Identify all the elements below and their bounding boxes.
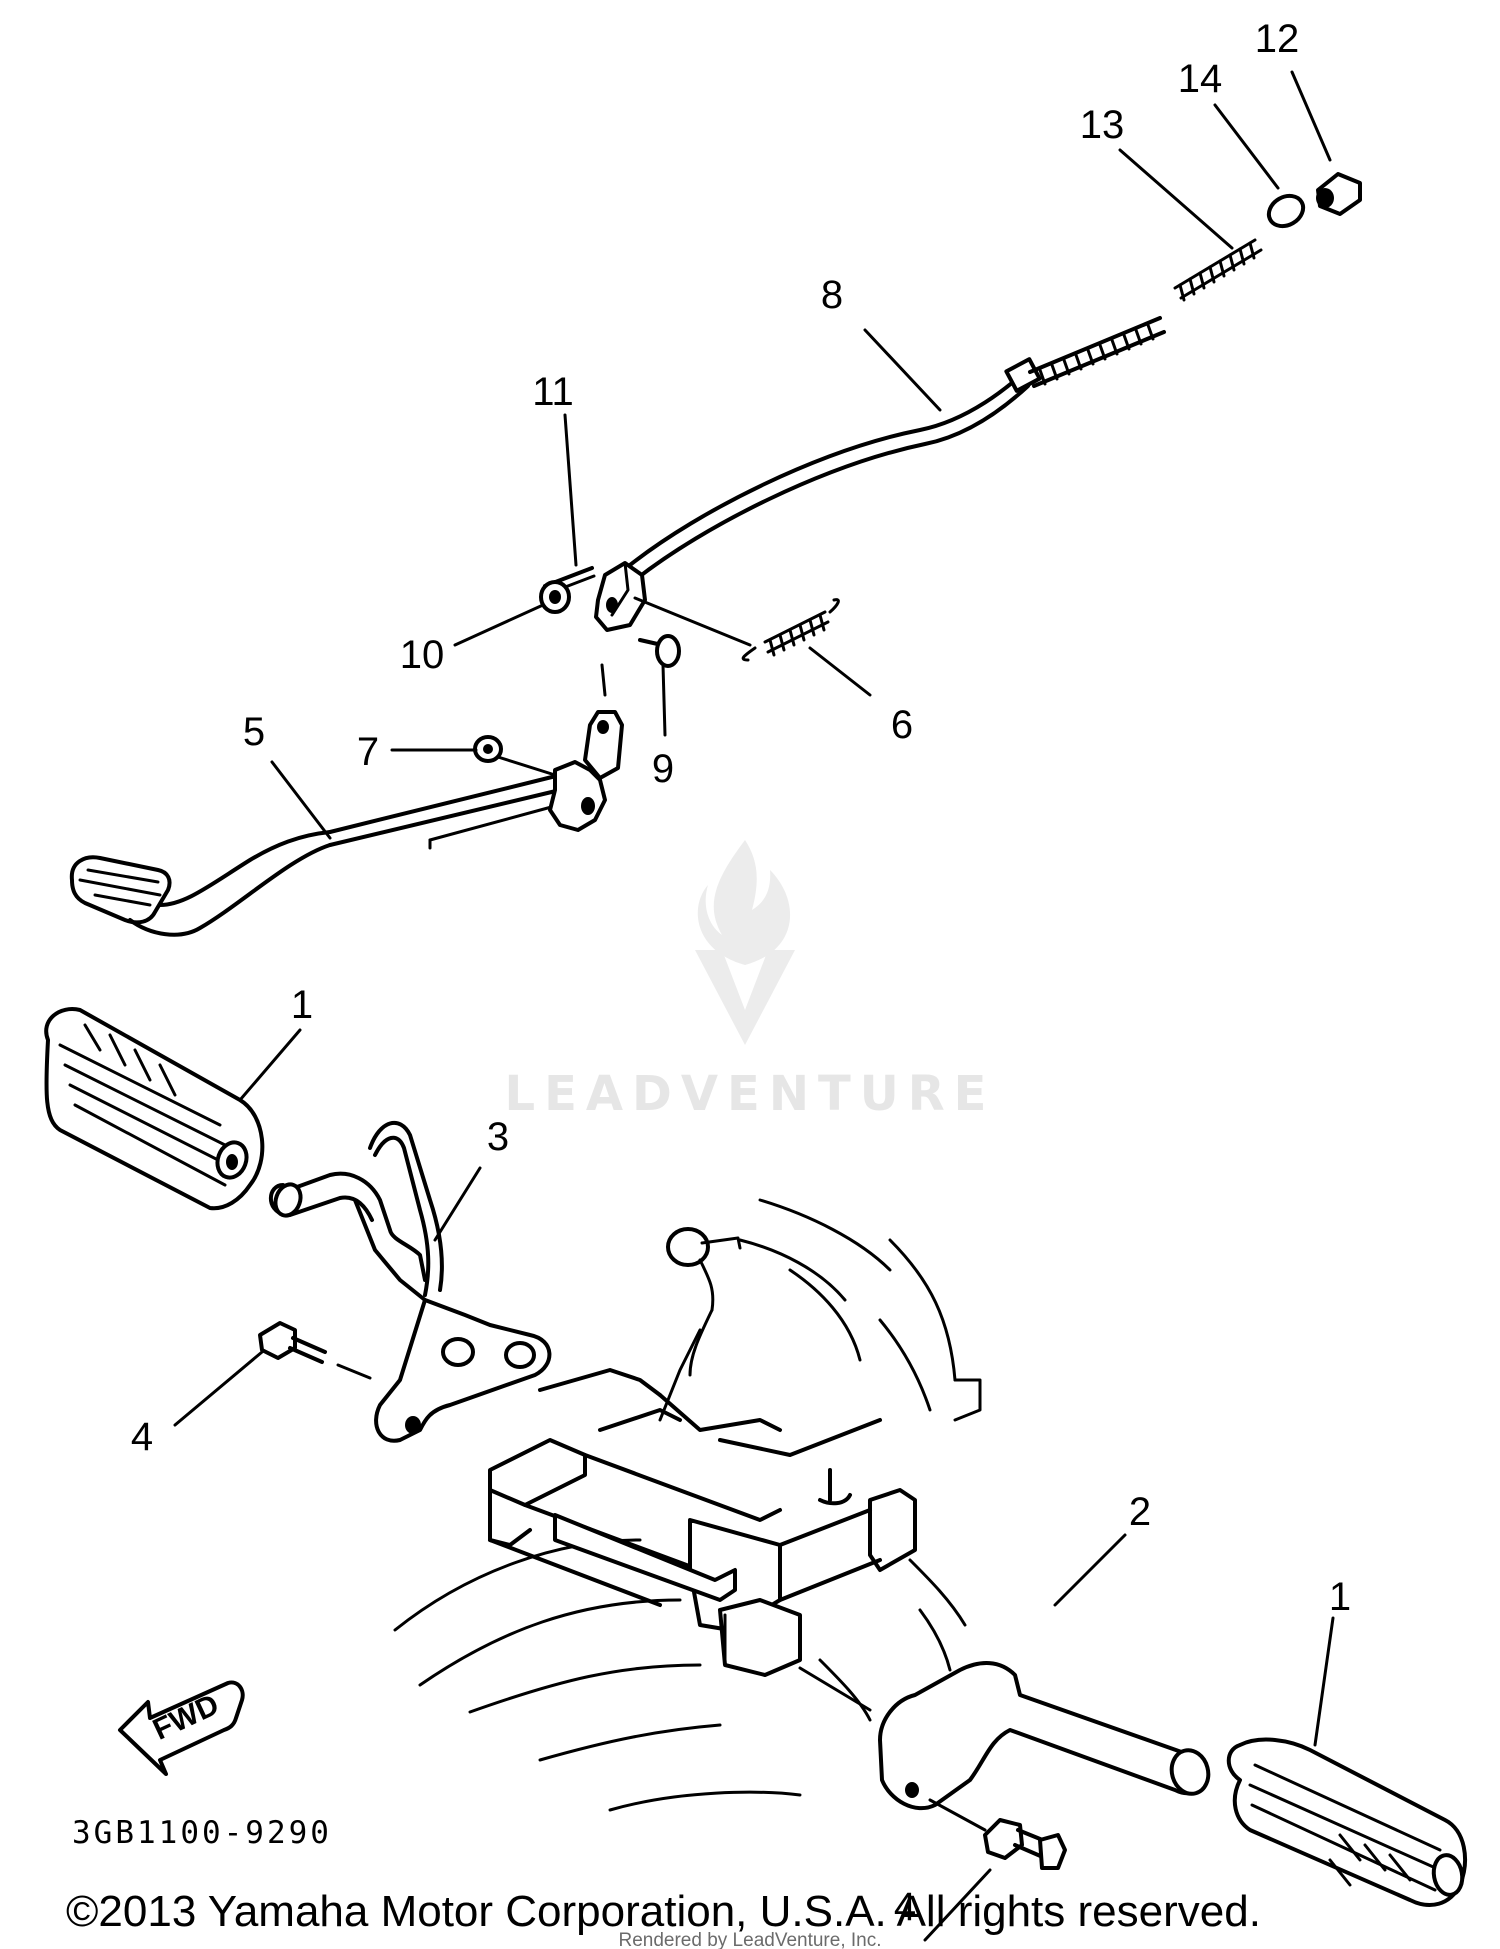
hose-cap [666, 1227, 742, 1377]
brake-cable [628, 316, 1166, 582]
frame-crossbar [488, 1368, 917, 1677]
right-footrest-rubber [1226, 1737, 1467, 1907]
brake-pedal [69, 710, 624, 937]
callout-1-right: 1 [1329, 1575, 1351, 1619]
leader-lines [173, 70, 1335, 1942]
callout-11: 11 [532, 370, 574, 414]
rendered-by-notice: Rendered by LeadVenture, Inc. [618, 1930, 881, 1949]
adjuster-nut-14 [1266, 193, 1306, 229]
callout-labels: 12 14 13 8 11 10 6 7 9 5 1 3 4 2 1 4 [131, 17, 1351, 1929]
callout-7: 7 [357, 730, 379, 774]
bolt-4-right [928, 1798, 1067, 1870]
copyright-notice: ©2013 Yamaha Motor Corporation, U.S.A. A… [66, 1887, 1261, 1936]
clevis-pin-9 [638, 634, 681, 668]
callout-6: 6 [891, 703, 913, 747]
washer-10 [539, 580, 571, 614]
callout-4-right: 4 [894, 1885, 916, 1929]
callout-13: 13 [1080, 103, 1125, 147]
forward-direction-arrow: FWD [118, 1680, 245, 1776]
cable-joint [594, 561, 647, 632]
callout-1-left: 1 [291, 983, 313, 1027]
diagram-code: 3GB1100-9290 [72, 1815, 332, 1851]
right-footrest-bracket [798, 1661, 1211, 1811]
bolt-4-left [258, 1321, 372, 1380]
callout-5: 5 [243, 710, 265, 754]
left-footrest-bracket [268, 1120, 552, 1443]
watermark-text: LEADVENTURE [505, 1066, 996, 1122]
callout-12: 12 [1255, 17, 1300, 61]
washer-7 [473, 735, 557, 777]
return-spring [633, 596, 840, 662]
callout-14: 14 [1178, 57, 1223, 101]
callout-10: 10 [400, 633, 445, 677]
callout-8: 8 [821, 273, 843, 317]
callout-3: 3 [487, 1115, 509, 1159]
callout-2: 2 [1129, 1490, 1151, 1534]
left-footrest-rubber [44, 1007, 265, 1211]
callout-9: 9 [652, 747, 674, 791]
adjuster-spring [1173, 238, 1263, 302]
left-footrest-peg [273, 1182, 303, 1218]
frame-outline [393, 1198, 982, 1812]
callout-4-left: 4 [131, 1415, 153, 1459]
watermark-logo: LEADVENTURE [505, 840, 996, 1122]
adjuster-nut-12 [1316, 172, 1362, 216]
